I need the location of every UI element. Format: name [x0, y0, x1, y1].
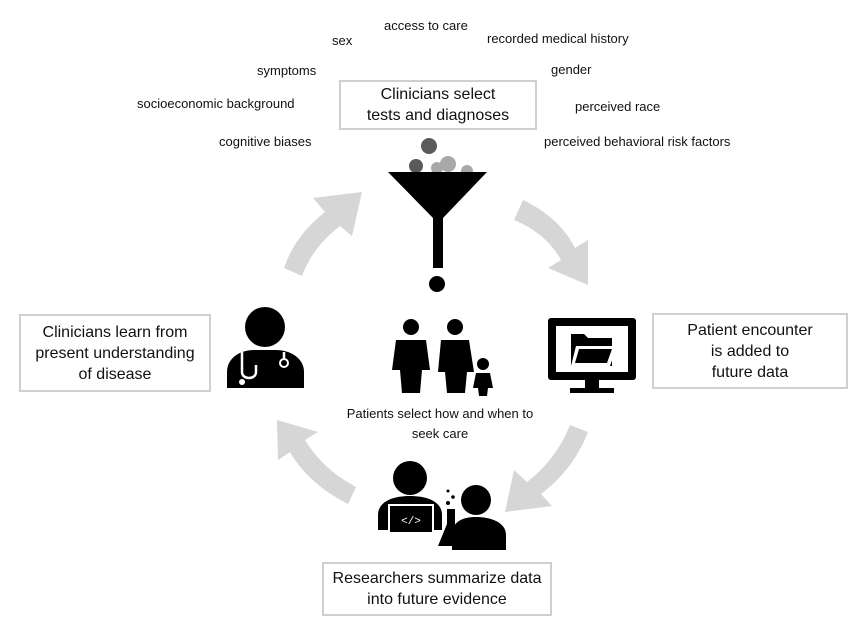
box-researchers-summarize: Researchers summarize data into future e…: [322, 562, 552, 616]
ball-icon: [421, 138, 437, 154]
ball-icon: [440, 156, 456, 172]
box-patient-encounter-text: Patient encounter is added to future dat…: [687, 321, 813, 381]
box-clinicians-select-text: Clinicians select tests and diagnoses: [366, 86, 510, 124]
box-clinicians-select: Clinicians select tests and diagnoses: [339, 80, 537, 130]
factor-symptoms: symptoms: [257, 63, 317, 78]
box-clinicians-learn-text: Clinicians learn from present understand…: [35, 323, 195, 383]
ball-icon: [409, 159, 423, 173]
factor-cognitive-biases: cognitive biases: [219, 134, 312, 149]
factor-access-to-care: access to care: [384, 18, 468, 33]
doctor-icon: [227, 307, 304, 388]
svg-text:</>: </>: [401, 516, 421, 528]
arrow-bottom-to-left: [277, 420, 356, 504]
box-researchers-summarize-text: Researchers summarize data into future e…: [332, 570, 542, 608]
box-clinicians-learn: Clinicians learn from present understand…: [19, 314, 211, 392]
researchers-icon: </>: [378, 461, 506, 550]
factor-perceived-behavioral-risk-factors: perceived behavioral risk factors: [544, 134, 731, 149]
factor-socioeconomic-background: socioeconomic background: [137, 96, 295, 111]
patients-caption: Patients select how and when to seek car…: [346, 406, 534, 441]
ball-icon: [431, 162, 443, 174]
cycle-arrows: [277, 192, 588, 512]
factor-perceived-race: perceived race: [575, 99, 661, 114]
factor-recorded-medical-history: recorded medical history: [487, 31, 629, 46]
factor-gender: gender: [551, 62, 592, 77]
arrow-left-to-top: [284, 192, 362, 276]
arrow-right-to-bottom: [505, 425, 588, 512]
box-patient-encounter: Patient encounter is added to future dat…: [652, 313, 848, 389]
arrow-top-to-right: [514, 200, 588, 285]
computer-folder-icon: [548, 318, 636, 393]
factor-sex: sex: [332, 33, 353, 48]
funnel-icon: [388, 138, 487, 292]
family-icon: [392, 319, 493, 396]
